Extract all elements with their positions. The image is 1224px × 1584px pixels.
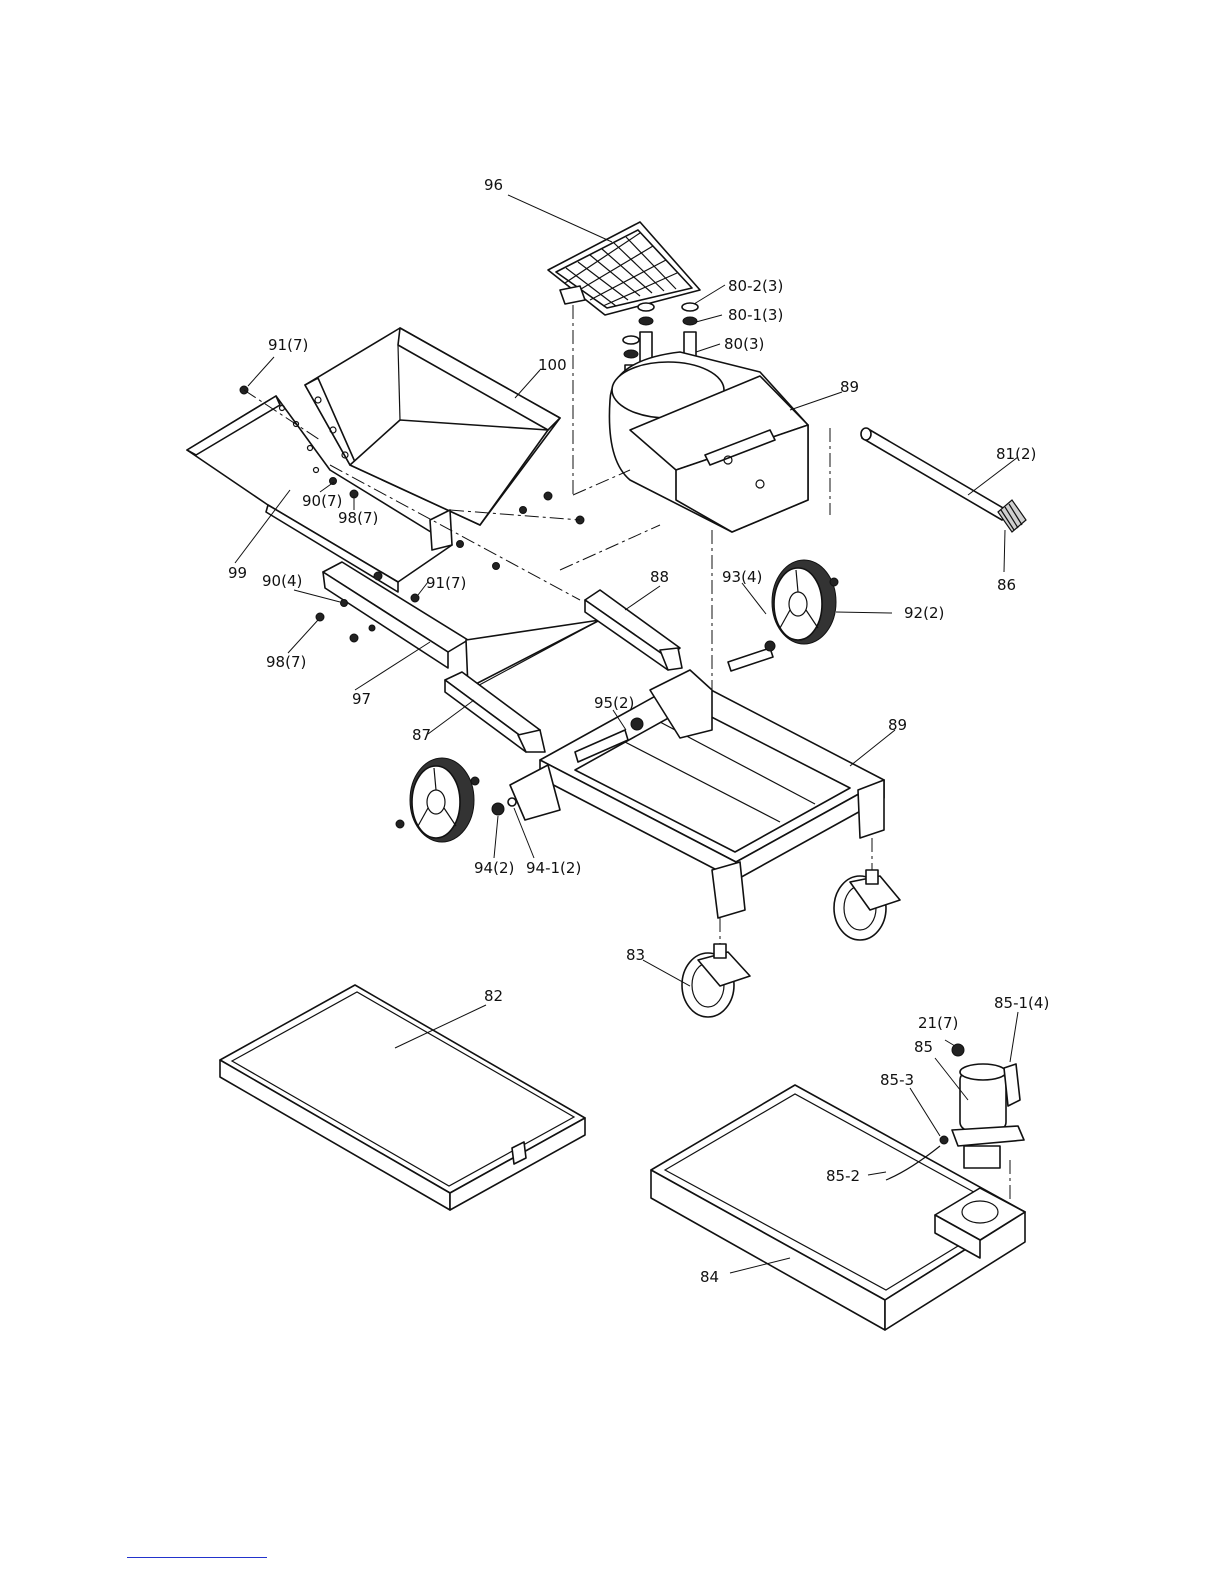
part-87-bracket [445, 672, 545, 752]
part-82-tray [220, 985, 585, 1210]
callout-80-2: 80-2(3) [728, 277, 783, 295]
callout-84: 84 [700, 1268, 719, 1286]
callout-88: 88 [650, 568, 669, 586]
callout-21: 21(7) [918, 1014, 958, 1032]
callout-98-lower: 98(7) [266, 653, 306, 671]
footer-rule [127, 1557, 267, 1558]
callout-89-frame: 89 [888, 716, 907, 734]
part-92-wheel-lower [396, 758, 516, 842]
callout-90-upper: 90(7) [302, 492, 342, 510]
callout-89-housing: 89 [840, 378, 859, 396]
callout-85-2: 85-2 [826, 1167, 860, 1185]
part-83-caster-right [834, 838, 900, 940]
part-89-housing [609, 352, 808, 532]
callout-90-lower: 90(4) [262, 572, 302, 590]
callout-98-upper: 98(7) [338, 509, 378, 527]
callout-87: 87 [412, 726, 431, 744]
part-83-caster-left [682, 918, 750, 1017]
callout-100: 100 [538, 356, 567, 374]
callout-96: 96 [484, 176, 503, 194]
callout-97: 97 [352, 690, 371, 708]
part-86-knob [998, 500, 1026, 532]
callout-94-1: 94-1(2) [526, 859, 581, 877]
callout-85: 85 [914, 1038, 933, 1056]
callout-80: 80(3) [724, 335, 764, 353]
part-89-frame [510, 670, 884, 918]
callout-91-top: 91(7) [268, 336, 308, 354]
callout-92: 92(2) [904, 604, 944, 622]
callout-94: 94(2) [474, 859, 514, 877]
callout-93: 93(4) [722, 568, 762, 586]
callout-82: 82 [484, 987, 503, 1005]
callout-85-3: 85-3 [880, 1071, 914, 1089]
callout-95: 95(2) [594, 694, 634, 712]
part-81-rod [861, 428, 1010, 520]
callout-81: 81(2) [996, 445, 1036, 463]
callout-86: 86 [997, 576, 1016, 594]
part-92-wheel-upper [772, 560, 838, 644]
callout-80-1: 80-1(3) [728, 306, 783, 324]
part-96-screen-tray [548, 222, 700, 315]
callout-91-lower: 91(7) [426, 574, 466, 592]
callout-99: 99 [228, 564, 247, 582]
part-88-bracket [585, 590, 682, 670]
callout-83: 83 [626, 946, 645, 964]
callout-85-1: 85-1(4) [994, 994, 1049, 1012]
